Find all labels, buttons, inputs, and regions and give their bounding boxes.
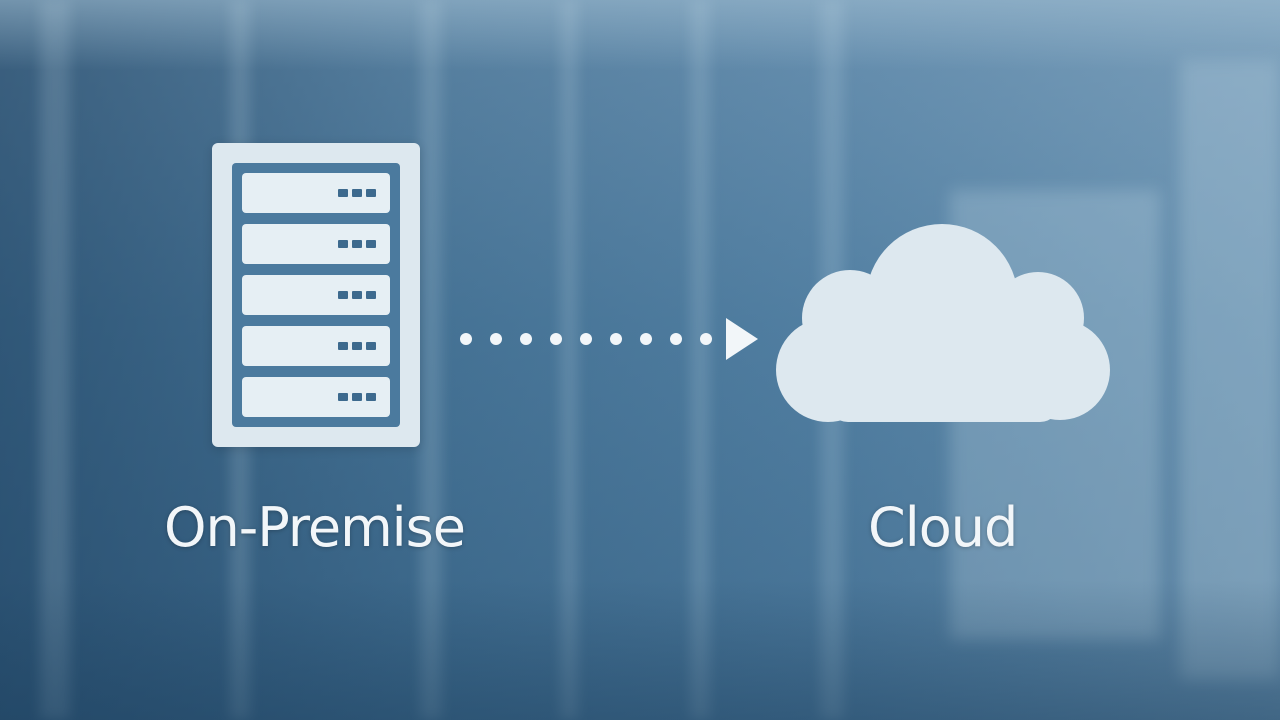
- server-unit: [242, 275, 390, 315]
- server-unit: [242, 173, 390, 213]
- server-rack-body: [232, 163, 400, 427]
- server-rack-icon: [212, 143, 420, 447]
- source-label: On-Premise: [164, 496, 466, 559]
- server-unit: [242, 326, 390, 366]
- cloud-icon: [776, 224, 1110, 422]
- server-unit: [242, 224, 390, 264]
- dotted-arrow-icon: [460, 318, 758, 360]
- server-unit: [242, 377, 390, 417]
- target-label: Cloud: [868, 496, 1018, 559]
